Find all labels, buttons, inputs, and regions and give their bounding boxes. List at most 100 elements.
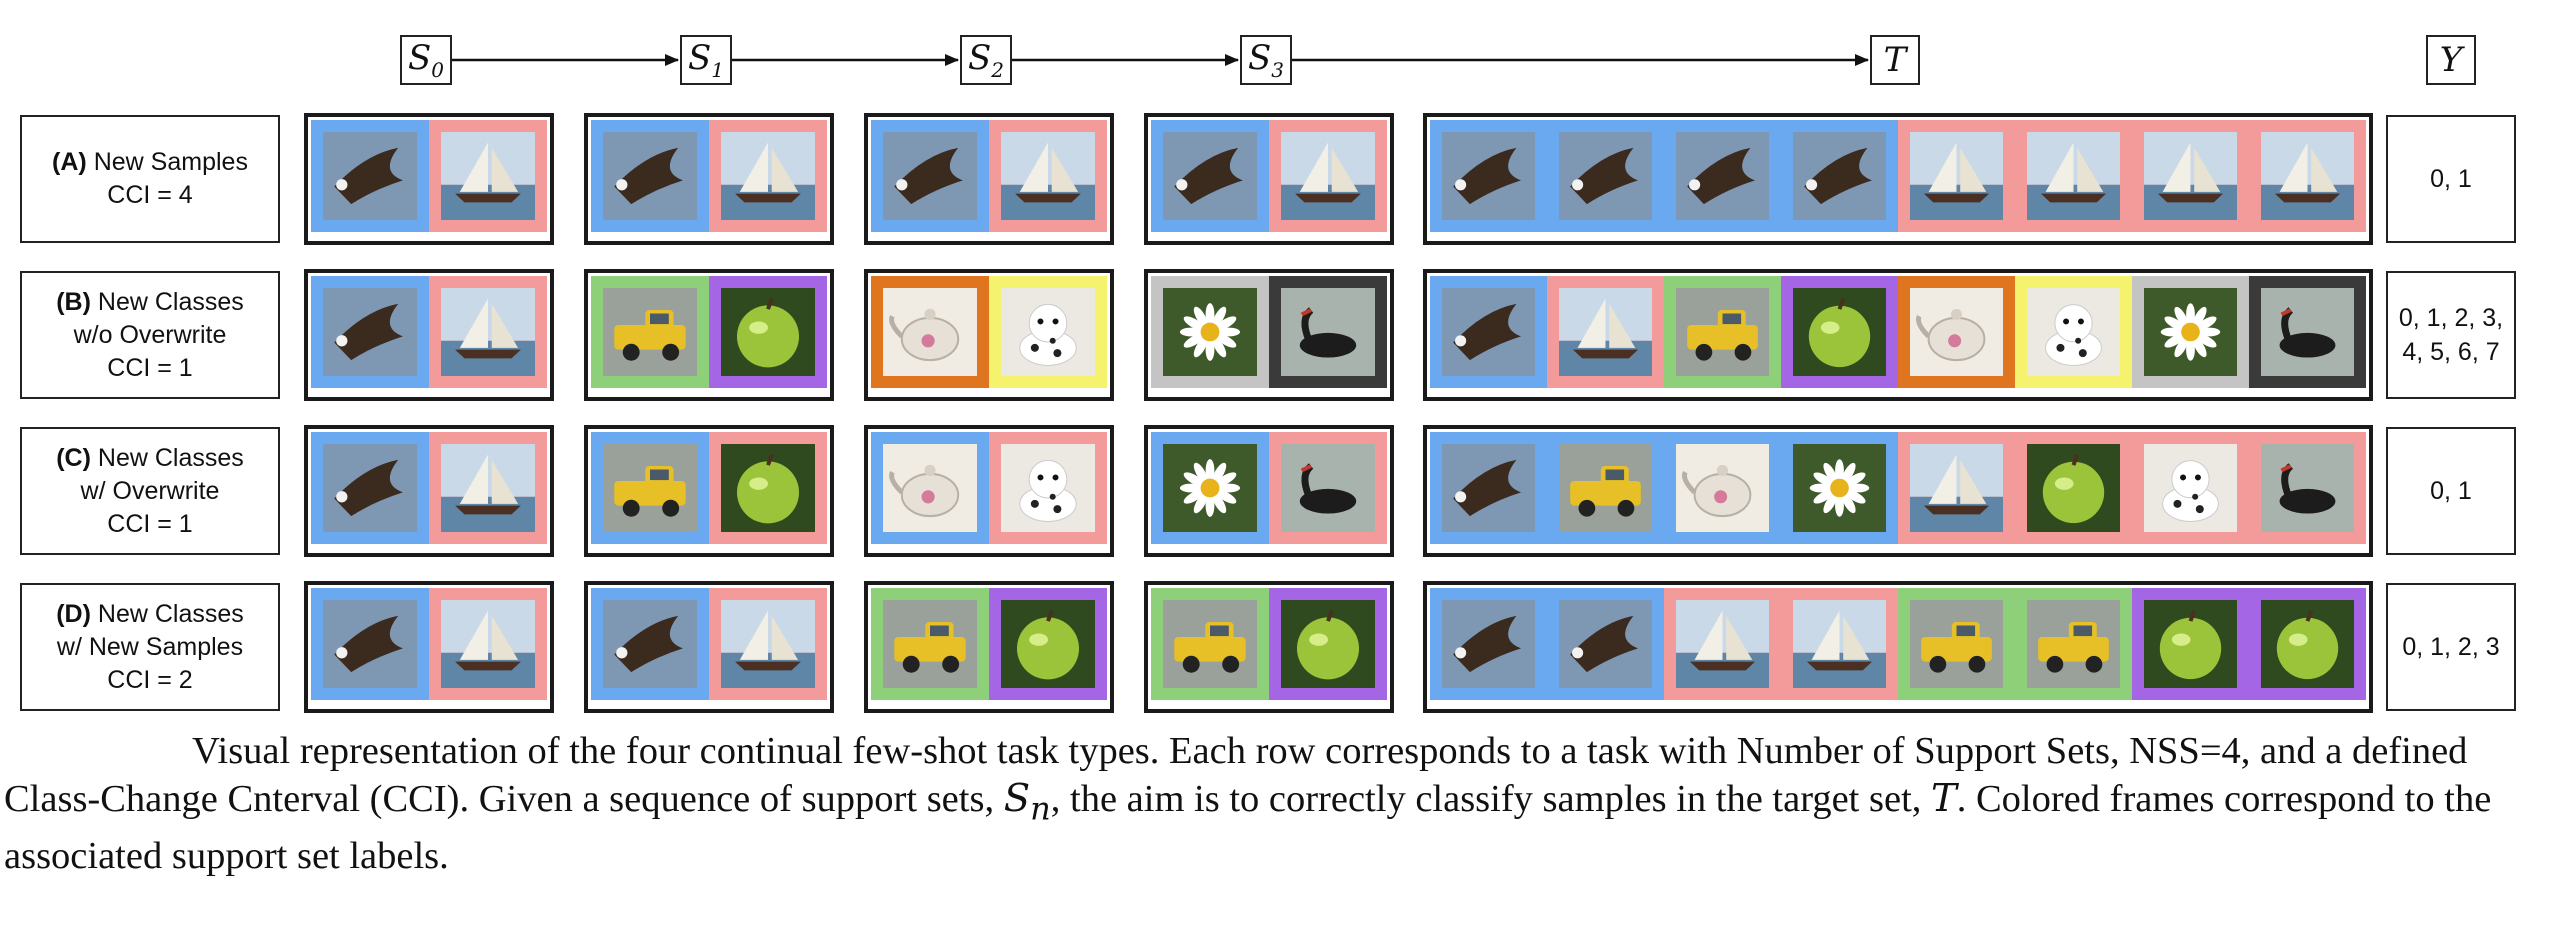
row-tag: (B) — [56, 287, 91, 316]
support-set-label-s1: S1 — [680, 35, 733, 85]
support-set-frame — [864, 113, 1114, 245]
target-d-5 — [2015, 588, 2132, 700]
target-d-0 — [1430, 588, 1547, 700]
apple-icon — [2261, 600, 2354, 688]
eagle-icon — [883, 132, 977, 220]
sailboat-icon — [1559, 288, 1652, 376]
row-label-line1: (D) New Classes — [56, 598, 244, 631]
y-values: 0, 1, 2, 3, 4, 5, 6, 7 — [2398, 304, 2504, 366]
row-label-space-c: 0, 1 — [2386, 427, 2516, 555]
sailboat-icon — [1676, 600, 1769, 688]
apple-icon — [1793, 288, 1886, 376]
target-a-0 — [1430, 120, 1547, 232]
eagle-icon — [1442, 132, 1535, 220]
row-tag: (D) — [56, 599, 91, 628]
teapot-icon — [1910, 288, 2003, 376]
support-b-2-1 — [989, 276, 1107, 388]
support-a-3-1 — [1269, 120, 1387, 232]
support-set-frame — [584, 581, 834, 713]
row-label-d: (D) New Classes w/ New Samples CCI = 2 — [20, 583, 280, 711]
support-d-3-0 — [1151, 588, 1269, 700]
target-c-6 — [2132, 432, 2249, 544]
apple-icon — [2144, 600, 2237, 688]
target-a-3 — [1781, 120, 1898, 232]
sailboat-icon — [441, 444, 535, 532]
support-a-2-0 — [871, 120, 989, 232]
target-a-2 — [1664, 120, 1781, 232]
teapot-icon — [883, 288, 977, 376]
target-d-7 — [2249, 588, 2366, 700]
target-c-2 — [1664, 432, 1781, 544]
support-d-0-1 — [429, 588, 547, 700]
sailboat-icon — [2027, 132, 2120, 220]
sailboat-icon — [2261, 132, 2354, 220]
flower-icon — [1163, 444, 1257, 532]
caption-s: S — [1003, 776, 1031, 821]
row-tag: (C) — [56, 443, 91, 472]
caption-part1: Visual representation of the four contin… — [4, 730, 2468, 820]
s3-text-sub: 3 — [1271, 57, 1285, 82]
row-subtitle: w/ Overwrite — [80, 476, 220, 505]
s0-text-sub: 0 — [431, 57, 445, 82]
support-set-frame — [864, 581, 1114, 713]
eagle-icon — [323, 288, 417, 376]
swan-icon — [1281, 288, 1375, 376]
support-a-3-0 — [1151, 120, 1269, 232]
row-label-space-a: 0, 1 — [2386, 115, 2516, 243]
support-d-1-1 — [709, 588, 827, 700]
truck-icon — [2027, 600, 2120, 688]
row-title: New Classes — [97, 443, 244, 472]
target-a-1 — [1547, 120, 1664, 232]
support-c-0-0 — [311, 432, 429, 544]
support-d-2-0 — [871, 588, 989, 700]
support-set-frame — [584, 113, 834, 245]
support-c-1-0 — [591, 432, 709, 544]
truck-icon — [1559, 444, 1652, 532]
sailboat-icon — [1793, 600, 1886, 688]
support-set-label-s3: S3 — [1240, 35, 1293, 85]
target-b-5 — [2015, 276, 2132, 388]
row-title: New Samples — [93, 148, 248, 176]
eagle-icon — [1442, 600, 1535, 688]
row-label-b: (B) New Classes w/o Overwrite CCI = 1 — [20, 271, 280, 399]
support-set-frame — [864, 425, 1114, 557]
caption-s-sub: n — [1030, 789, 1051, 828]
apple-icon — [1281, 600, 1375, 688]
target-c-7 — [2249, 432, 2366, 544]
image-grid — [304, 113, 2373, 713]
s1-text: S1 — [688, 38, 725, 82]
target-b-1 — [1547, 276, 1664, 388]
support-d-3-1 — [1269, 588, 1387, 700]
eagle-icon — [1793, 132, 1886, 220]
s1-text-sub: 1 — [711, 57, 725, 82]
support-set-frame — [584, 425, 834, 557]
sailboat-icon — [1001, 132, 1095, 220]
sequence-arrows — [452, 54, 1869, 66]
label-space-label: Y — [2426, 35, 2476, 85]
support-d-0-0 — [311, 588, 429, 700]
target-d-3 — [1781, 588, 1898, 700]
eagle-icon — [1442, 288, 1535, 376]
swan-icon — [2261, 288, 2354, 376]
row-label-space-d: 0, 1, 2, 3 — [2386, 583, 2516, 711]
target-b-3 — [1781, 276, 1898, 388]
support-d-1-0 — [591, 588, 709, 700]
support-d-2-1 — [989, 588, 1107, 700]
row-label-line1: (A) New Samples — [52, 146, 248, 179]
s0-text: S0 — [408, 38, 445, 82]
truck-icon — [603, 288, 697, 376]
target-c-4 — [1898, 432, 2015, 544]
eagle-icon — [323, 444, 417, 532]
apple-icon — [2027, 444, 2120, 532]
dog-icon — [2144, 444, 2237, 532]
sailboat-icon — [721, 132, 815, 220]
truck-icon — [883, 600, 977, 688]
support-set-frame — [304, 269, 554, 401]
target-set-frame — [1423, 425, 2373, 557]
apple-icon — [721, 288, 815, 376]
support-a-1-0 — [591, 120, 709, 232]
swan-icon — [2261, 444, 2354, 532]
support-b-1-1 — [709, 276, 827, 388]
support-set-frame — [1144, 269, 1394, 401]
row-subtitle: w/ New Samples — [56, 632, 244, 661]
